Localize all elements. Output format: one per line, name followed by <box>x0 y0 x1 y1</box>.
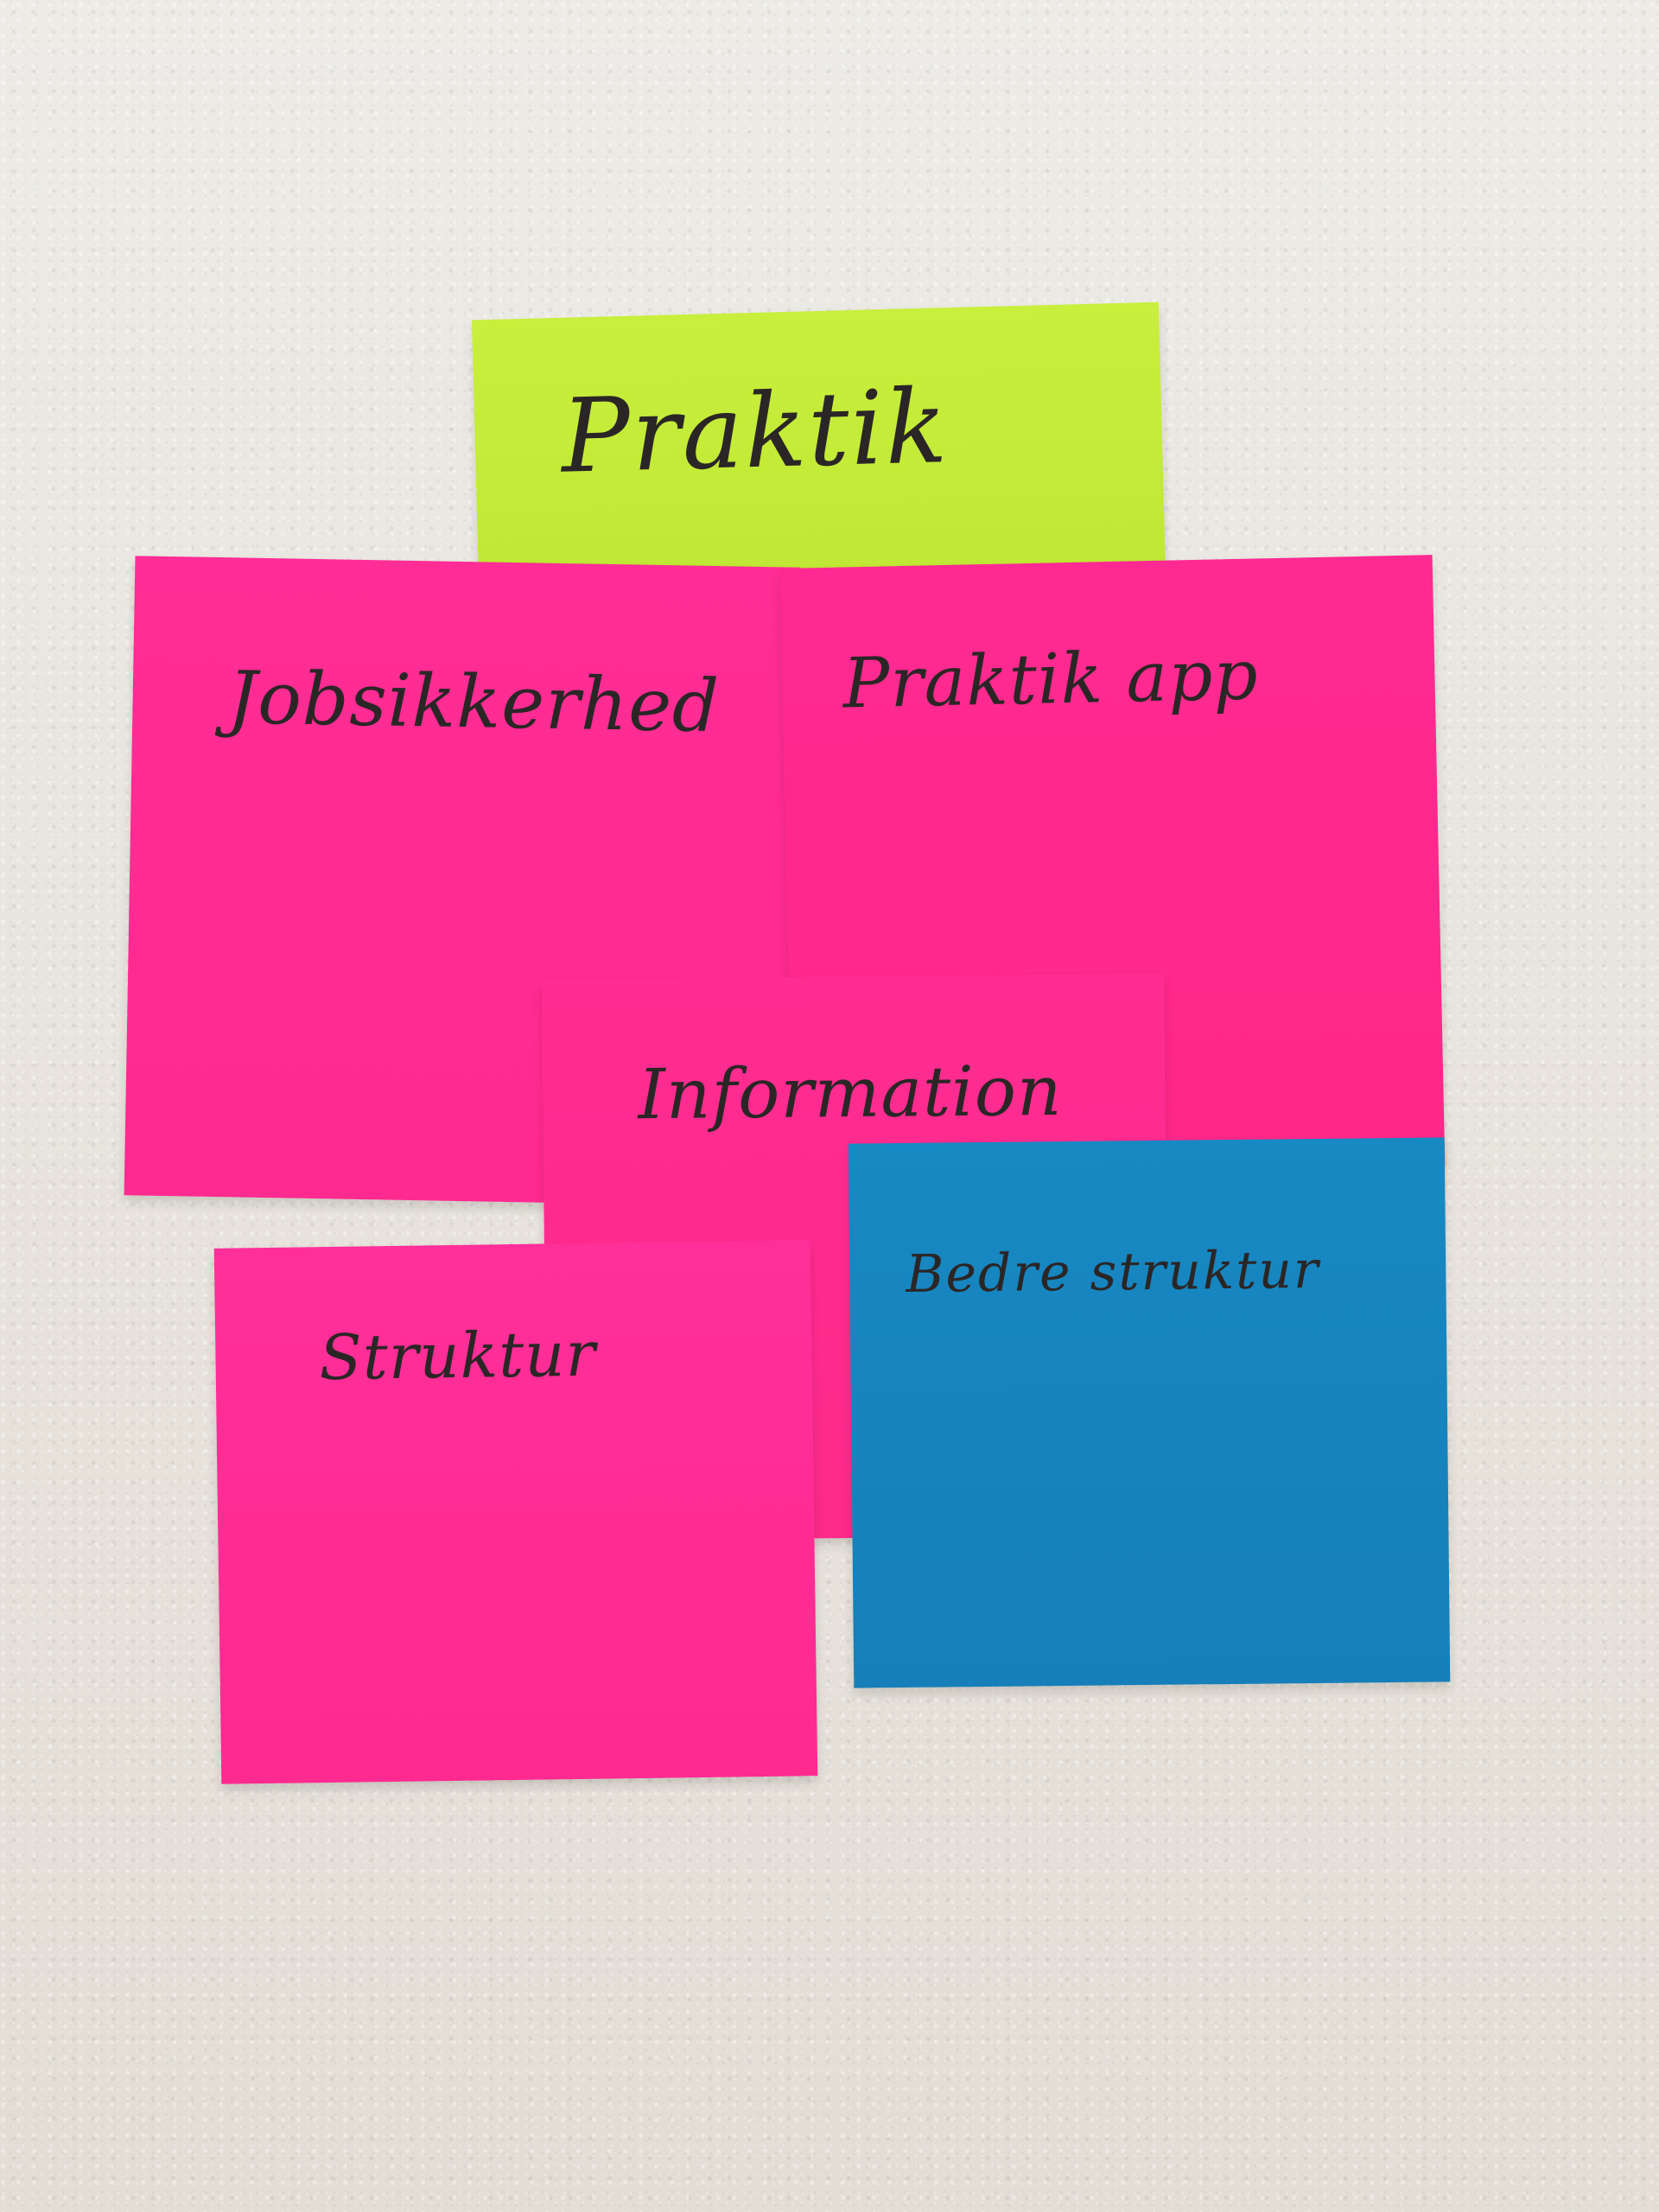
note-label-praktik-app: Praktik app <box>842 634 1260 724</box>
note-label-jobsikkerhed: Jobsikkerhed <box>226 655 721 749</box>
sticky-note-struktur: Struktur <box>213 1240 818 1784</box>
note-label-praktik: Praktik <box>559 366 950 496</box>
note-label-information: Information <box>637 1050 1063 1135</box>
note-label-struktur: Struktur <box>318 1317 597 1395</box>
note-label-bedre-struktur: Bedre struktur <box>905 1239 1320 1305</box>
sticky-note-bedre-struktur: Bedre struktur <box>848 1137 1451 1688</box>
sticky-note-praktik: Praktik <box>472 302 1166 588</box>
